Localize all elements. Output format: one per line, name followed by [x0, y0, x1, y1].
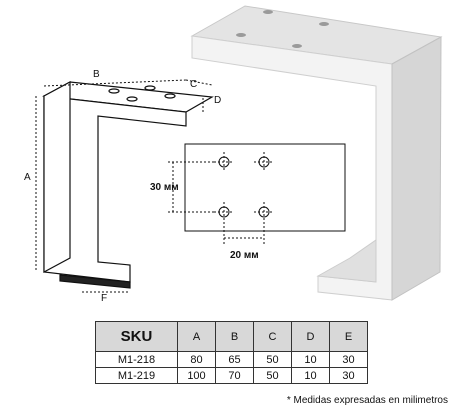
cell-d: 10 — [291, 351, 330, 368]
header-b: B — [215, 321, 254, 352]
screw-hole — [292, 44, 302, 48]
screw-hole — [263, 10, 273, 14]
spec-table-header: SKU A B C D E — [95, 321, 368, 352]
header-c: C — [253, 321, 292, 352]
table-row: M1-218 80 65 50 10 30 — [95, 351, 368, 368]
screw-hole — [236, 33, 246, 37]
drawing-front — [43, 95, 187, 283]
dimension-label-c: C — [190, 79, 197, 90]
dimension-lines — [35, 79, 213, 293]
dimension-label-f: F — [101, 293, 107, 304]
cell-e: 30 — [329, 351, 368, 368]
hole-spacing-horizontal: 20 мм — [230, 250, 259, 261]
cell-b: 70 — [215, 367, 254, 384]
drawing-hole — [108, 88, 120, 94]
drawing-side — [43, 80, 71, 274]
cell-sku: M1-219 — [95, 367, 178, 384]
header-a: A — [177, 321, 216, 352]
cell-e: 30 — [329, 367, 368, 384]
product-side-face — [391, 36, 442, 301]
product-diagram: B C D A F 30 мм 20 мм — [24, 5, 443, 304]
cell-a: 100 — [177, 367, 216, 384]
hole-spacing-vertical: 30 мм — [150, 182, 179, 193]
table-row: M1-219 100 70 50 10 30 — [95, 367, 368, 384]
cell-c: 50 — [253, 351, 292, 368]
product-render — [190, 5, 443, 301]
drawing-hole — [164, 93, 176, 99]
header-sku: SKU — [95, 321, 178, 352]
spec-table: SKU A B C D E M1-218 80 65 50 10 30 M1-2… — [95, 321, 368, 384]
cell-a: 80 — [177, 351, 216, 368]
header-d: D — [291, 321, 330, 352]
screw-hole — [319, 22, 329, 26]
header-e: E — [329, 321, 368, 352]
dimension-label-a: A — [24, 172, 31, 183]
dimension-label-b: B — [93, 69, 100, 80]
product-foot-face — [316, 239, 377, 283]
dimension-label-d: D — [214, 95, 221, 106]
drawing-hole — [144, 85, 156, 91]
hole-pattern: 30 мм 20 мм — [150, 143, 346, 261]
cell-c: 50 — [253, 367, 292, 384]
cell-d: 10 — [291, 367, 330, 384]
drawing-foot-shadow — [59, 274, 131, 289]
footnote: * Medidas expresadas en milimetros — [286, 395, 448, 406]
technical-drawing — [42, 80, 214, 289]
cell-sku: M1-218 — [95, 351, 178, 368]
drawing-hole — [126, 96, 138, 102]
cell-b: 65 — [215, 351, 254, 368]
